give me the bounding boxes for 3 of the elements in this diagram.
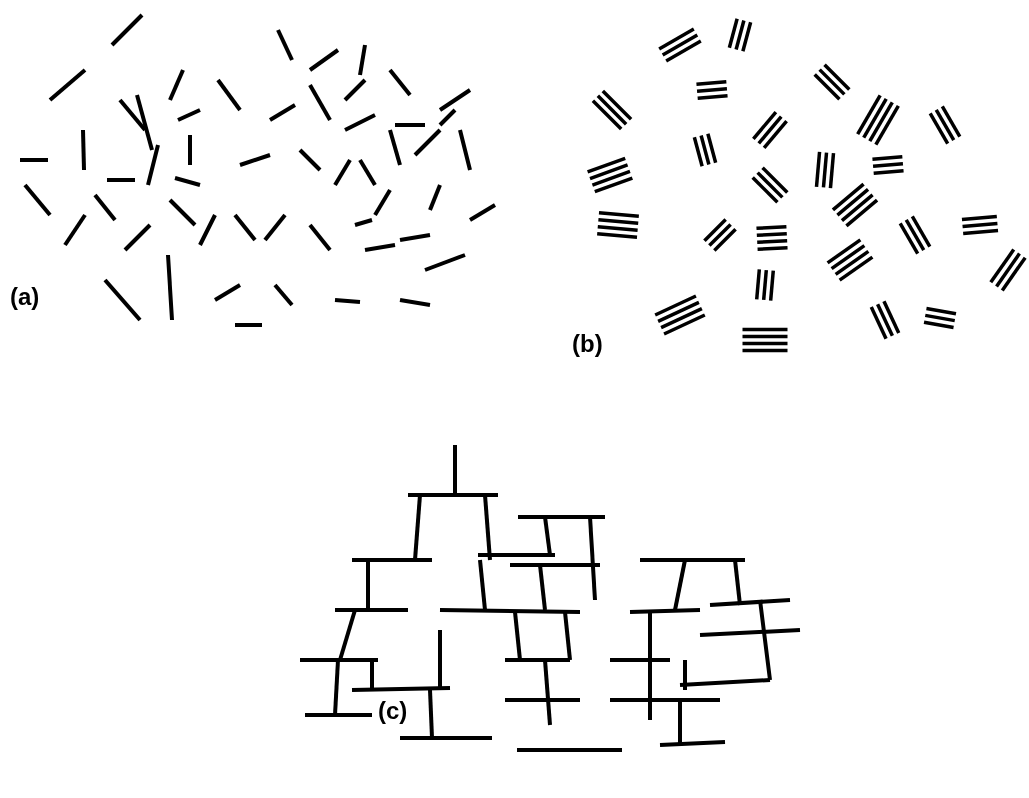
panel-label: (c) [378, 697, 408, 725]
panel-label: (a) [10, 283, 40, 311]
panel-label: (b) [572, 330, 603, 358]
